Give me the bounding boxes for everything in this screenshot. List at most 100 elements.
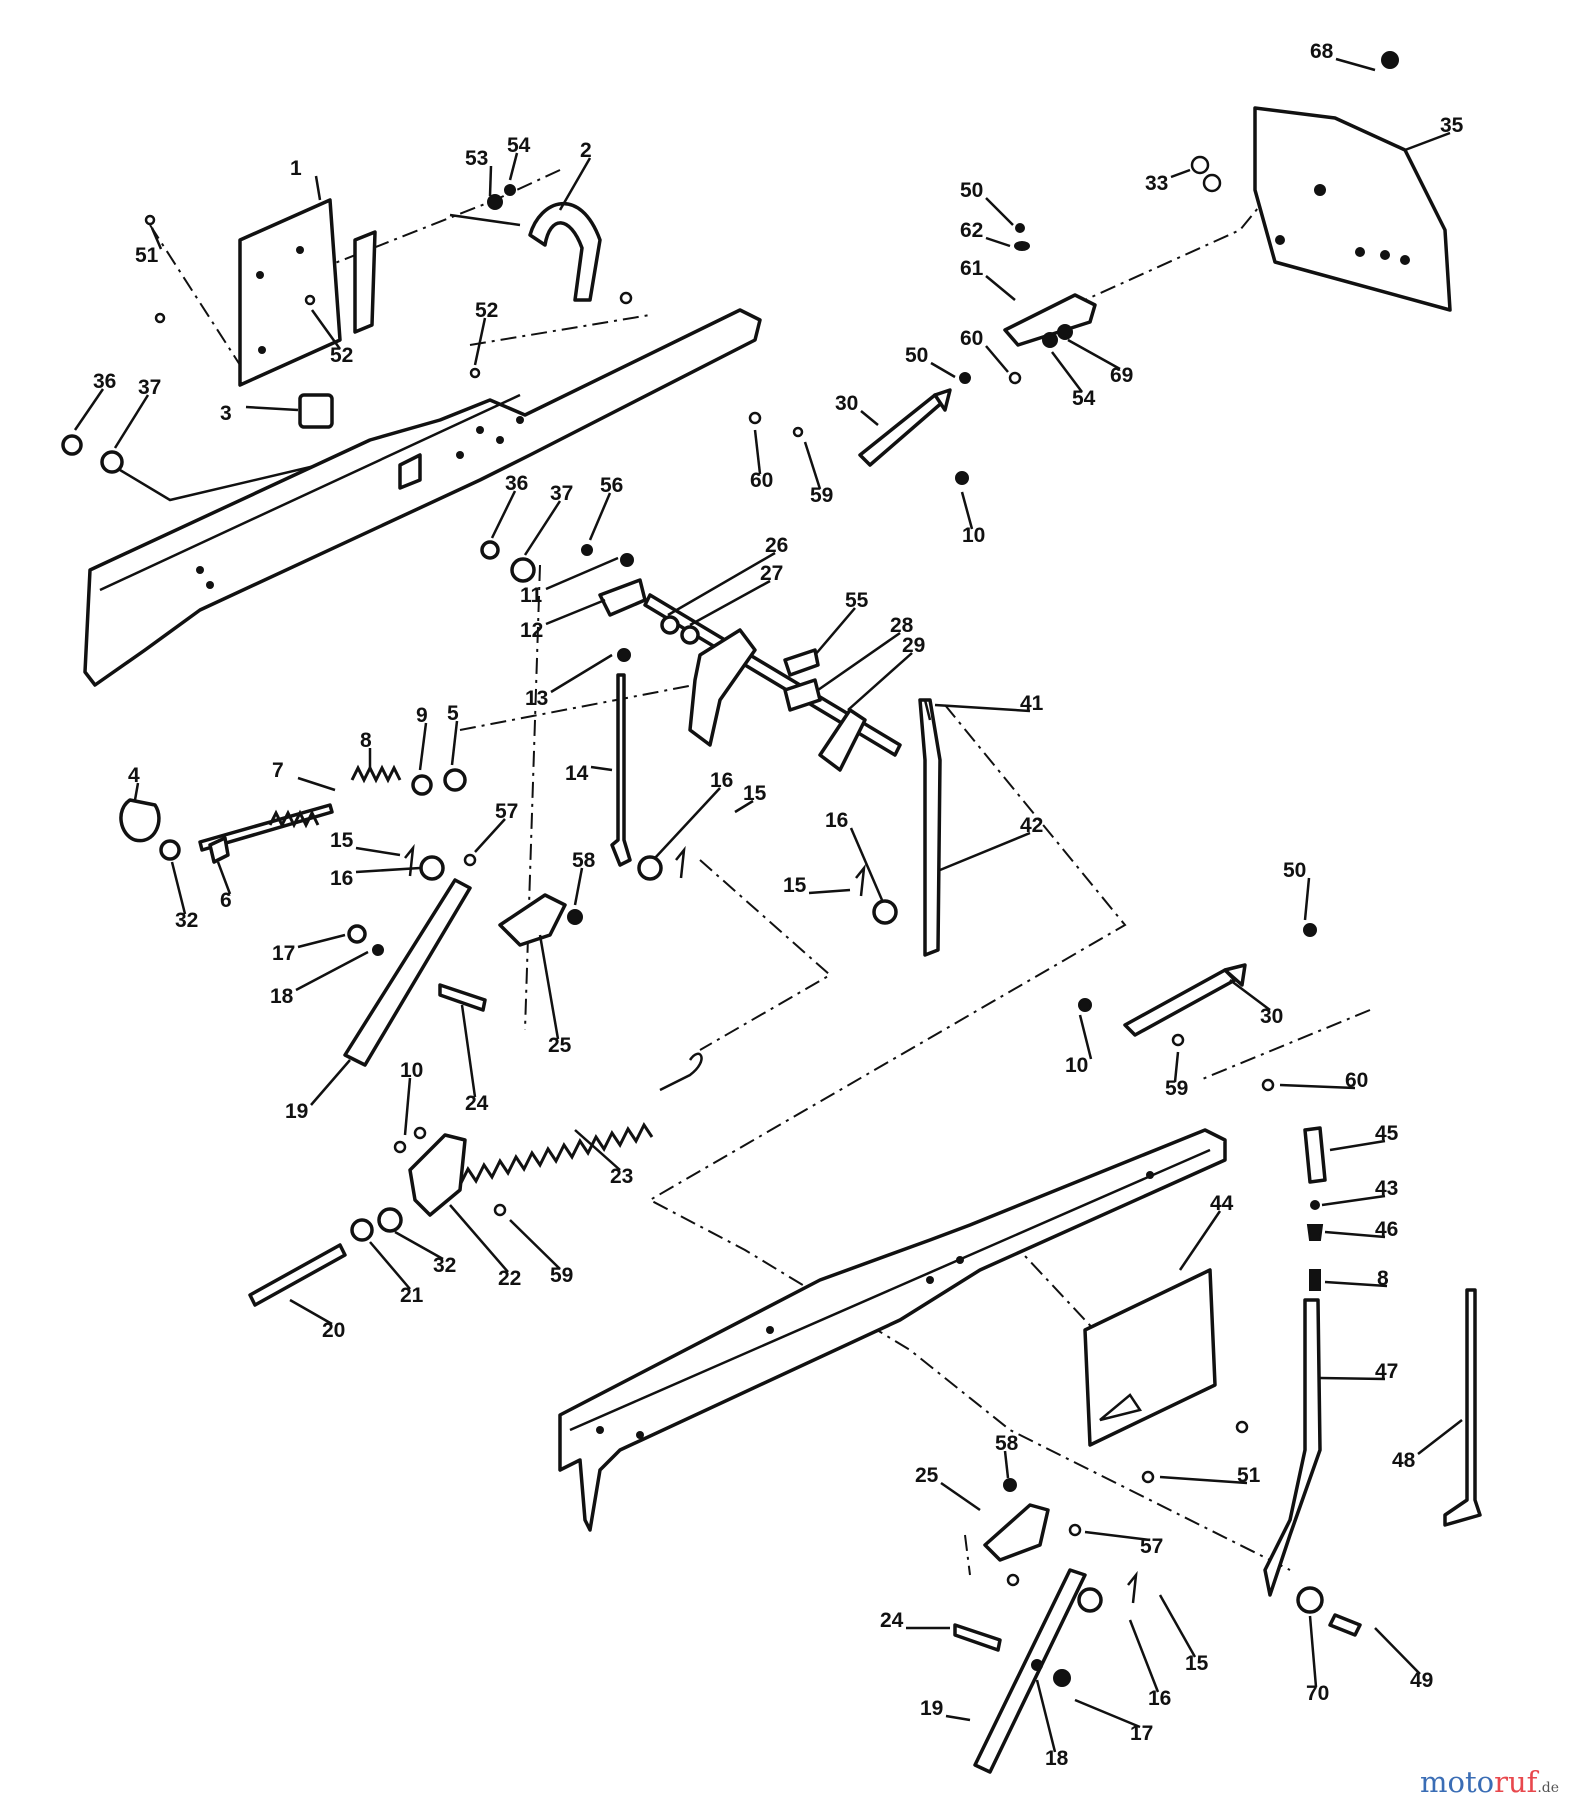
- lever-48: [1443, 1288, 1482, 1527]
- callout-label-c60b: 60: [750, 469, 773, 492]
- leader-line-c60c: [1279, 1083, 1356, 1090]
- pivot-bracket-12: [598, 578, 647, 617]
- nut-17b: [1053, 1669, 1071, 1687]
- bushing-36b: [480, 540, 500, 560]
- callout-label-c57a: 57: [495, 800, 518, 823]
- leader-line-c50b: [930, 361, 956, 379]
- nut-52c: [619, 291, 633, 305]
- leader-line-c57b: [1084, 1530, 1151, 1542]
- bolt-57b: [1068, 1523, 1082, 1537]
- washer-26: [660, 615, 680, 635]
- frame-rail-top: [83, 308, 762, 687]
- callout-label-c15a: 15: [743, 782, 767, 805]
- leader-line-c54a: [1051, 351, 1083, 393]
- bushing-37b: [510, 557, 536, 583]
- nut-58a: [567, 909, 583, 925]
- leader-line-c8b: [1324, 1280, 1388, 1288]
- leader-line-c15d: [1158, 1594, 1197, 1658]
- arm-bracket-center: [688, 628, 757, 747]
- callout-label-c60a: 60: [960, 327, 983, 350]
- callout-label-c46: 46: [1375, 1218, 1398, 1241]
- leader-line-c27: [689, 579, 771, 627]
- fitting-28: [783, 678, 822, 712]
- bolt-51a: [144, 214, 156, 226]
- callout-label-c37a: 37: [138, 376, 161, 399]
- spacer-8b: [1309, 1269, 1321, 1291]
- callout-label-c54a: 54: [1072, 387, 1096, 410]
- bolt-60b: [748, 411, 762, 425]
- callout-label-c49: 49: [1410, 1669, 1433, 1692]
- callout-label-c45: 45: [1375, 1122, 1399, 1145]
- washer-16a: [637, 855, 663, 881]
- plate-1: [238, 198, 377, 387]
- arm-29: [818, 708, 867, 772]
- leader-line-c18a: [295, 950, 369, 992]
- fender-plate-35: [1253, 106, 1452, 312]
- leader-line-c28: [817, 631, 901, 692]
- arm-30-bottom: [1123, 963, 1247, 1037]
- callout-label-c6: 6: [220, 889, 232, 912]
- nut-10b-a: [393, 1140, 407, 1154]
- pin-45: [1303, 1126, 1327, 1184]
- leader-line-c3: [245, 405, 299, 412]
- callout-label-c16b: 16: [825, 809, 848, 832]
- leader-line-c52b: [473, 317, 487, 366]
- callout-label-c36b: 36: [505, 472, 528, 495]
- callout-label-c11: 11: [520, 584, 543, 607]
- leader-line-c61: [985, 275, 1016, 301]
- callout-label-c16d: 16: [1148, 1687, 1171, 1710]
- bolt-52b: [469, 367, 481, 379]
- leader-line-c59b: [1173, 1051, 1180, 1083]
- leader-line-c54b: [508, 152, 519, 181]
- leader-line-c60b: [753, 429, 762, 475]
- leader-line-c56: [588, 492, 612, 541]
- leader-line-c44: [1178, 1210, 1222, 1271]
- rod-14: [610, 673, 632, 867]
- callout-label-c17a: 17: [272, 942, 295, 965]
- bushing-36a: [61, 434, 83, 456]
- nut-53: [487, 194, 503, 210]
- leader-line-c36b: [490, 490, 517, 539]
- leader-line-c37a: [113, 394, 150, 449]
- callout-label-c42: 42: [1020, 814, 1043, 837]
- washer-70: [1296, 1586, 1324, 1614]
- bracket-2: [449, 202, 602, 302]
- washer-16b: [872, 899, 898, 925]
- callout-label-c22: 22: [498, 1267, 521, 1290]
- nut-10a: [955, 471, 969, 485]
- nut-50b: [959, 372, 971, 384]
- nut-54b: [504, 184, 516, 196]
- callout-label-c18a: 18: [270, 985, 294, 1008]
- leader-line-c29: [847, 652, 913, 711]
- bracket-61: [1003, 293, 1097, 347]
- callout-label-c3: 3: [220, 402, 232, 425]
- callout-label-c14: 14: [565, 762, 589, 785]
- callout-label-c19b: 19: [920, 1697, 943, 1720]
- callout-label-c33: 33: [1145, 172, 1168, 195]
- callout-label-c7: 7: [272, 759, 284, 782]
- callout-label-c55: 55: [845, 589, 869, 612]
- callout-label-c52a: 52: [330, 344, 353, 367]
- callout-label-c9: 9: [416, 704, 428, 727]
- callout-label-c4: 4: [128, 764, 140, 787]
- callout-label-c51a: 51: [135, 244, 159, 267]
- callout-label-c16a: 16: [710, 769, 733, 792]
- nut-56: [581, 544, 593, 556]
- callout-label-c69: 69: [1110, 364, 1133, 387]
- leader-line-c47: [1319, 1376, 1386, 1381]
- callout-label-c59c: 59: [550, 1264, 573, 1287]
- bolt-59a: [792, 426, 804, 438]
- callout-label-c12: 12: [520, 619, 543, 642]
- callout-label-c54b: 54: [507, 134, 531, 157]
- bolt-24a: [438, 983, 487, 1012]
- plate-44: [1083, 1268, 1217, 1447]
- watermark-suffix: .de: [1537, 1780, 1559, 1796]
- nut-58b: [1003, 1478, 1017, 1492]
- washer-62: [1014, 241, 1030, 251]
- bracket-22: [408, 1133, 467, 1217]
- leader-line-c60a: [985, 345, 1009, 373]
- rod-42: [918, 698, 942, 957]
- callout-label-c32a: 32: [175, 909, 198, 932]
